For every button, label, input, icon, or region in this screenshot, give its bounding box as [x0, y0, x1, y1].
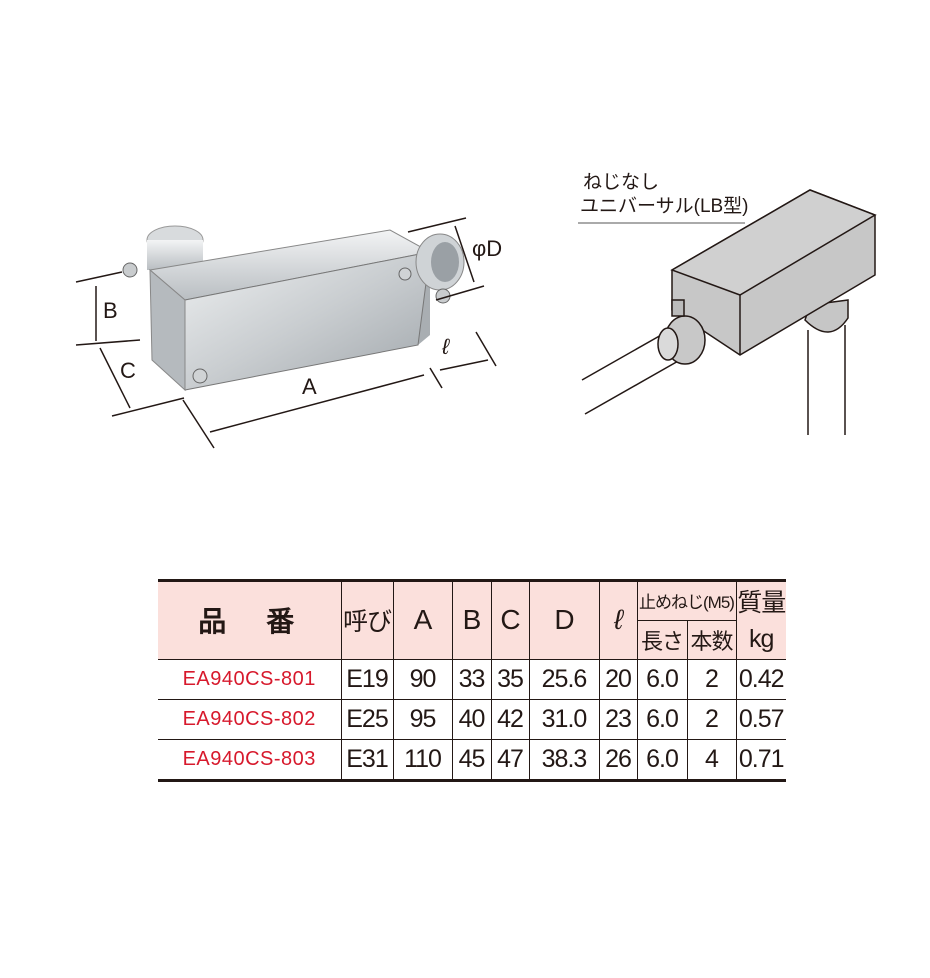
part-no: EA940CS-803 [158, 738, 342, 781]
dim-d: 38.3 [528, 738, 600, 781]
spec-table: 品 番 呼び A B C D ℓ 止めねじ(M5) 質量 長さ 本数 kg EA… [158, 579, 786, 782]
dimension-lines [75, 217, 497, 449]
dim-d: 31.0 [528, 698, 600, 740]
size: E19 [340, 658, 394, 700]
part-no: EA940CS-802 [158, 698, 342, 740]
header-c: C [490, 580, 530, 660]
dim-c: 42 [490, 698, 530, 740]
caption-line-1: ねじなし [583, 172, 660, 193]
header-length: 長さ [637, 619, 688, 660]
screw-length: 6.0 [636, 658, 688, 700]
dim-a: 90 [392, 658, 453, 700]
table-row: EA940CS-802 E25 95 40 42 31.0 23 6.0 2 0… [158, 698, 786, 740]
screw-count: 4 [686, 738, 737, 781]
mass: 0.42 [735, 658, 786, 700]
dim-b: 45 [451, 738, 492, 781]
mass: 0.57 [735, 698, 786, 740]
dim-a: 95 [392, 698, 453, 740]
table-row: EA940CS-803 E31 110 45 47 38.3 26 6.0 4 … [158, 738, 786, 781]
dim-c: 47 [490, 738, 530, 781]
screw-length: 6.0 [636, 738, 688, 781]
dim-a: 110 [392, 738, 453, 781]
dim-label-c: C [120, 358, 136, 383]
table-row: EA940CS-801 E19 90 33 35 25.6 20 6.0 2 0… [158, 658, 786, 700]
part-no: EA940CS-801 [158, 658, 342, 700]
header-d: D [528, 580, 600, 660]
dim-l: 20 [598, 658, 638, 700]
caption-line-2: ユニバーサル(LB型) [580, 196, 749, 217]
dim-l: 26 [598, 738, 638, 781]
dim-b: 33 [451, 658, 492, 700]
dim-b: 40 [451, 698, 492, 740]
header-set-screw: 止めねじ(M5) [636, 580, 737, 621]
size: E31 [340, 738, 394, 781]
header-mass: 質量 [735, 580, 786, 620]
size: E25 [340, 698, 394, 740]
dim-label-l: ℓ [442, 334, 450, 359]
screw-count: 2 [686, 658, 737, 700]
dim-d: 25.6 [528, 658, 600, 700]
dim-label-a: A [302, 374, 317, 399]
dim-label-b: B [103, 298, 118, 323]
dim-label-d: φD [472, 236, 503, 261]
header-part-no: 品 番 [158, 580, 342, 660]
header-size: 呼び [340, 580, 394, 660]
dim-l: 23 [598, 698, 638, 740]
header-b: B [451, 580, 492, 660]
mass: 0.71 [735, 738, 786, 781]
header-count: 本数 [686, 619, 737, 660]
line-drawing-lb [578, 189, 877, 435]
screw-count: 2 [686, 698, 737, 740]
header-a: A [392, 580, 453, 660]
dim-c: 35 [490, 658, 530, 700]
header-l: ℓ [598, 580, 638, 660]
screw-length: 6.0 [636, 698, 688, 740]
header-mass-unit: kg [735, 620, 786, 660]
lb-fitting-photo [122, 225, 465, 392]
